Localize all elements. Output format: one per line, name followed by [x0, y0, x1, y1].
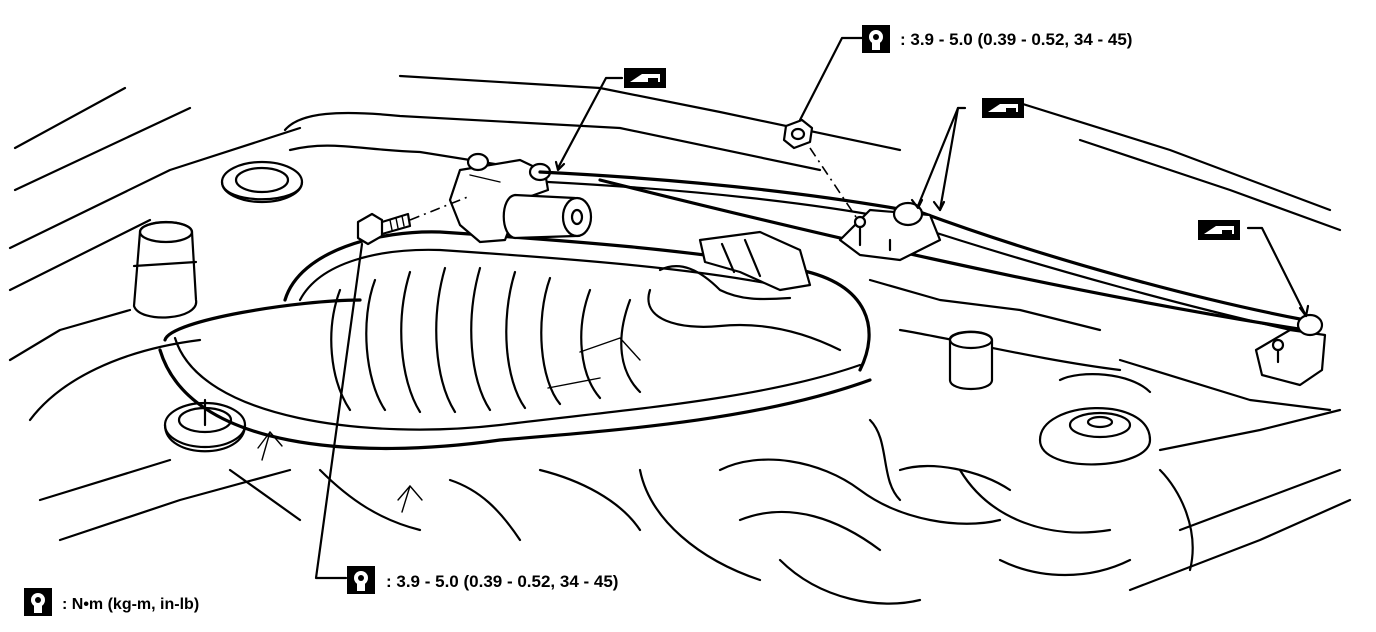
wiper-motor [448, 152, 593, 244]
torque-unit-legend: : N•m (kg-m, in-lb) [62, 596, 199, 613]
torque-legend: : N•m (kg-m, in-lb) [24, 588, 199, 616]
torque-wrench-icon [347, 566, 375, 594]
pivot-nut [782, 118, 859, 221]
engine-bay-illustration [8, 74, 1352, 605]
wiper-linkage [538, 170, 1327, 387]
torque-callout-top: : 3.9 - 5.0 (0.39 - 0.52, 34 - 45) [862, 25, 1132, 53]
leader-lines [314, 36, 1310, 580]
grease-point-icon [982, 98, 1024, 118]
grease-point-icon [1198, 220, 1240, 240]
torque-callout-bottom: : 3.9 - 5.0 (0.39 - 0.52, 34 - 45) [347, 566, 618, 594]
motor-bolt [356, 195, 471, 246]
torque-value-bottom: : 3.9 - 5.0 (0.39 - 0.52, 34 - 45) [386, 572, 618, 591]
grease-point-icon [624, 68, 666, 88]
torque-wrench-icon [862, 25, 890, 53]
torque-wrench-icon [24, 588, 52, 616]
torque-value-top: : 3.9 - 5.0 (0.39 - 0.52, 34 - 45) [900, 30, 1132, 49]
